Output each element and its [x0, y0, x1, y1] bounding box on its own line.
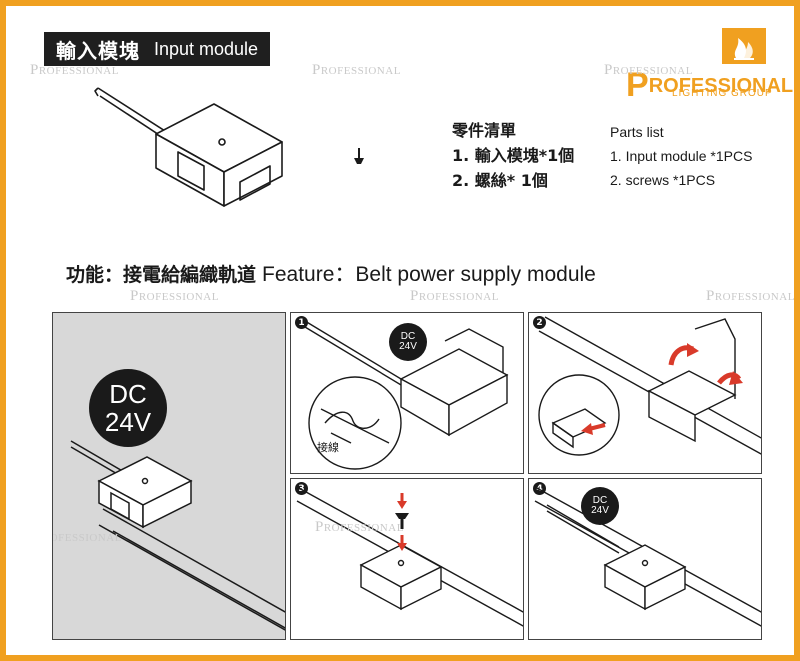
- screw-icon: [395, 513, 409, 529]
- parts-title-zh: 零件清單: [452, 121, 517, 140]
- watermark: PROFESSIONAL: [706, 288, 795, 304]
- watermark: PROFESSIONAL: [130, 288, 219, 304]
- parts-item-en: 2. screws *1PCS: [610, 172, 716, 188]
- watermark: PROFESSIONAL: [53, 532, 122, 544]
- parts-item-zh: 2. 螺絲* 1個: [452, 171, 548, 190]
- watermark: PROFESSIONAL: [604, 62, 693, 78]
- inset-label: 接線: [317, 441, 339, 454]
- brand-logo: PROFESSIONAL LIGHTING GROUP: [626, 28, 793, 104]
- title-chinese: 輸入模塊: [56, 38, 140, 63]
- parts-title-en: Parts list: [610, 124, 664, 140]
- step2-clip-illustration: [538, 316, 761, 456]
- belt-track-with-module-icon: [70, 440, 285, 631]
- push-arrow-icon: [581, 423, 606, 435]
- rotate-arrow-icon: [668, 343, 699, 366]
- watermark: PROFESSIONAL: [315, 519, 404, 535]
- step1-wire-connect-illustration: [304, 320, 509, 470]
- watermark: PROFESSIONAL: [30, 62, 119, 78]
- step-panel-2: 2: [528, 312, 762, 474]
- feature-english: Feature：Belt power supply module: [262, 263, 596, 286]
- logo-wordmark: PROFESSIONAL: [626, 66, 794, 104]
- page-title: 輸入模塊 Input module: [44, 32, 270, 66]
- parts-list-english: Parts list 1. Input module *1PCS 2. scre…: [610, 120, 752, 192]
- title-english: Input module: [154, 38, 259, 59]
- down-arrow-icon: [397, 493, 407, 509]
- down-arrow-icon: [397, 535, 407, 551]
- parts-item-zh: 1. 輸入模塊*1個: [452, 146, 575, 165]
- watermark: PROFESSIONAL: [312, 62, 401, 78]
- watermark: PROFESSIONAL: [410, 288, 499, 304]
- parts-list-chinese: 零件清單 1. 輸入模塊*1個 2. 螺絲* 1個: [452, 118, 574, 193]
- feature-chinese: 功能：接電給編織軌道: [66, 264, 257, 286]
- logo-flame-icon: [722, 28, 766, 64]
- step4-complete-illustration: [534, 486, 761, 627]
- rotate-arrow-icon: [717, 371, 743, 385]
- step3-screw-illustration: [296, 486, 523, 627]
- parts-item-en: 1. Input module *1PCS: [610, 148, 753, 164]
- step-panel-3: 3 PROFESSIONAL: [290, 478, 524, 640]
- step-number: 1: [295, 316, 308, 329]
- logo-tagline: LIGHTING GROUP: [672, 88, 773, 99]
- step-number: 2: [533, 316, 546, 329]
